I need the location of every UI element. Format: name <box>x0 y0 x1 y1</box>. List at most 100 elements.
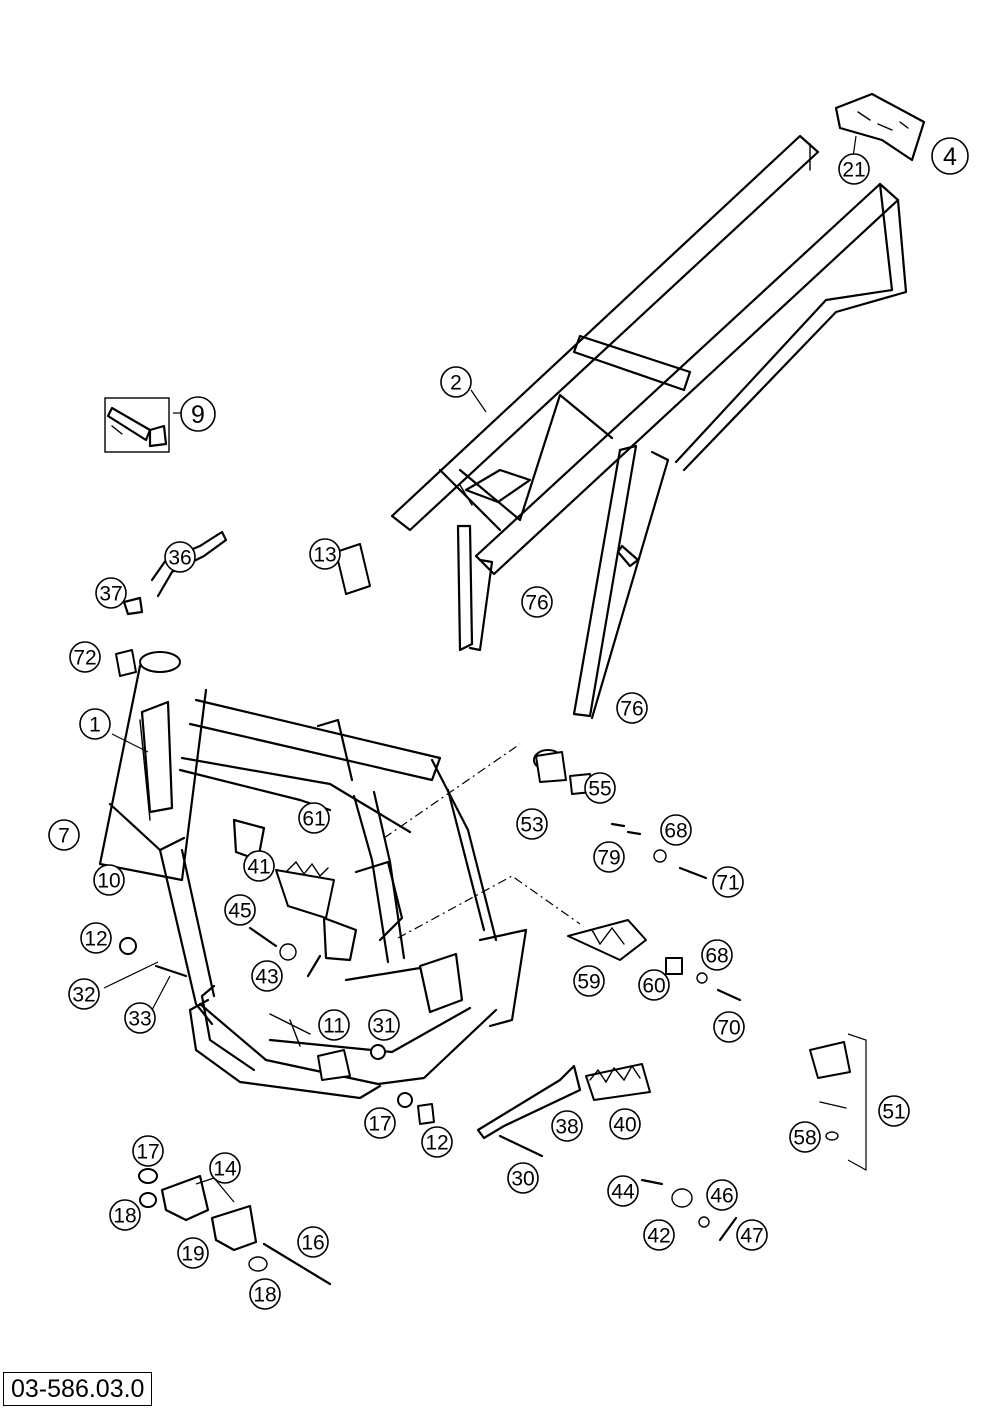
callout-label: 61 <box>302 808 325 831</box>
callout-47: 47 <box>736 1219 768 1251</box>
callout-7: 7 <box>48 819 80 851</box>
callout-72: 72 <box>69 641 101 673</box>
callout-68: 68 <box>660 814 692 846</box>
callout-label: 4 <box>943 143 957 171</box>
callout-circle <box>79 708 111 740</box>
callout-circle <box>48 819 80 851</box>
callout-46: 46 <box>706 1179 738 1211</box>
callout-circle <box>251 960 283 992</box>
callout-53: 53 <box>516 808 548 840</box>
callout-label: 59 <box>577 971 600 994</box>
callout-33: 33 <box>124 1002 156 1034</box>
callout-label: 2 <box>450 372 462 395</box>
callout-label: 79 <box>597 847 620 870</box>
callout-circle <box>364 1107 396 1139</box>
callout-circle <box>713 1011 745 1043</box>
callout-label: 17 <box>136 1141 159 1164</box>
callout-55: 55 <box>584 772 616 804</box>
callout-label: 55 <box>588 778 611 801</box>
callout-circle <box>421 1126 453 1158</box>
callout-59: 59 <box>573 965 605 997</box>
callout-circle <box>573 965 605 997</box>
callout-41: 41 <box>243 850 275 882</box>
callout-circle <box>838 153 870 185</box>
callout-circle <box>69 641 101 673</box>
callout-label: 10 <box>97 870 120 893</box>
callout-label: 9 <box>191 401 205 429</box>
callout-11: 11 <box>318 1009 350 1041</box>
callout-label: 36 <box>168 547 191 570</box>
callout-circle <box>593 841 625 873</box>
callout-21: 21 <box>838 153 870 185</box>
callout-circle <box>209 1152 241 1184</box>
callout-label: 42 <box>647 1225 670 1248</box>
callout-label: 44 <box>611 1181 635 1204</box>
callout-label: 18 <box>253 1284 276 1307</box>
callout-17: 17 <box>132 1135 164 1167</box>
callout-circle <box>789 1121 821 1153</box>
small-parts-drawing <box>104 397 867 1286</box>
callout-76: 76 <box>616 692 648 724</box>
callout-circle <box>878 1095 910 1127</box>
callout-32: 32 <box>68 978 100 1010</box>
callout-circle <box>643 1219 675 1251</box>
callout-label: 47 <box>740 1225 763 1248</box>
callout-circle <box>368 1009 400 1041</box>
callout-circle <box>616 692 648 724</box>
callout-45: 45 <box>224 894 256 926</box>
callout-circle <box>609 1108 641 1140</box>
callout-label: 38 <box>555 1116 578 1139</box>
callout-label: 37 <box>99 583 122 606</box>
callout-1: 1 <box>79 708 111 740</box>
callout-label: 71 <box>716 872 739 895</box>
callout-circle <box>712 866 744 898</box>
callout-43: 43 <box>251 960 283 992</box>
callout-circle <box>224 894 256 926</box>
callout-31: 31 <box>368 1009 400 1041</box>
callout-circle <box>132 1135 164 1167</box>
callout-label: 40 <box>613 1114 636 1137</box>
callout-58: 58 <box>789 1121 821 1153</box>
callout-4: 4 <box>931 137 969 175</box>
callout-label: 12 <box>425 1132 448 1155</box>
callout-10: 10 <box>93 864 125 896</box>
callout-circle <box>516 808 548 840</box>
callout-label: 21 <box>842 159 865 182</box>
callout-circle <box>507 1162 539 1194</box>
callout-19: 19 <box>177 1237 209 1269</box>
callout-label: 18 <box>113 1205 136 1228</box>
callout-14: 14 <box>209 1152 241 1184</box>
callout-42: 42 <box>643 1219 675 1251</box>
main-frame-drawing <box>98 651 528 1100</box>
callout-label: 68 <box>664 820 687 843</box>
callout-18: 18 <box>249 1278 281 1310</box>
callout-label: 60 <box>642 975 665 998</box>
callout-circle <box>243 850 275 882</box>
callout-70: 70 <box>713 1011 745 1043</box>
callout-30: 30 <box>507 1162 539 1194</box>
callout-label: 70 <box>717 1017 740 1040</box>
callout-circle <box>701 939 733 971</box>
callout-circle <box>109 1199 141 1231</box>
callout-circle <box>80 922 112 954</box>
callout-18: 18 <box>109 1199 141 1231</box>
callout-circle <box>249 1278 281 1310</box>
callout-76: 76 <box>521 586 553 618</box>
callouts-layer: 4 21 2 9 36 13 37 76 72 76 1 55 53 61 7 68 79 10 71 41 45 12 6… <box>48 137 969 1310</box>
callout-37: 37 <box>95 577 127 609</box>
callout-label: 33 <box>128 1008 151 1031</box>
callout-circle <box>318 1009 350 1041</box>
callout-label: 13 <box>313 544 336 567</box>
callout-circle <box>706 1179 738 1211</box>
callout-label: 14 <box>213 1158 237 1181</box>
callout-label: 43 <box>255 966 278 989</box>
callout-13: 13 <box>309 538 341 570</box>
callout-circle <box>607 1175 639 1207</box>
callout-label: 41 <box>247 856 270 879</box>
callout-circle <box>638 969 670 1001</box>
callout-circle <box>93 864 125 896</box>
leader-lines <box>103 135 857 1203</box>
callout-16: 16 <box>297 1226 329 1258</box>
callout-label: 17 <box>368 1113 391 1136</box>
